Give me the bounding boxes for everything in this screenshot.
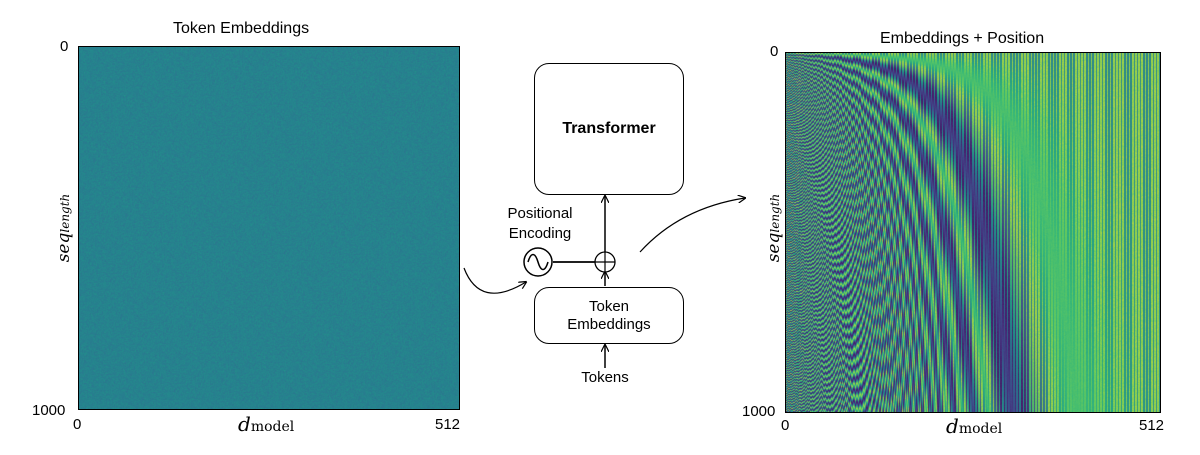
right-x-axis-label-sub: model	[958, 421, 1003, 437]
left-x-axis-label-sub: model	[250, 419, 295, 435]
token-embeddings-block: Token Embeddings	[534, 287, 684, 344]
positional-encoding-label: Positional Encoding	[498, 204, 582, 244]
token-embeddings-label-line1: Token	[588, 297, 630, 315]
left-y-tick-bottom: 1000	[32, 402, 66, 419]
right-y-axis-label: seqlength	[764, 188, 784, 268]
sum-node-icon	[594, 251, 616, 273]
right-y-tick-top: 0	[770, 43, 779, 60]
transformer-block: Transformer	[534, 63, 684, 195]
token-embeddings-heatmap	[79, 47, 459, 409]
left-heatmap-title: Token Embeddings	[173, 20, 310, 37]
right-heatmap-frame	[785, 52, 1161, 413]
left-x-tick-right: 512	[435, 416, 461, 433]
right-x-axis-label: dmodel	[946, 414, 1002, 438]
right-y-axis-label-main: seq	[764, 232, 784, 263]
right-heatmap-title: Embeddings + Position	[880, 30, 1045, 47]
right-x-axis-label-main: d	[946, 414, 959, 438]
positional-encoding-icon	[523, 247, 553, 277]
left-x-axis-label: dmodel	[238, 412, 294, 436]
left-x-axis-label-main: d	[238, 412, 251, 436]
diagram-to-right-arrow	[639, 198, 745, 253]
positional-label-line1: Positional	[507, 205, 573, 222]
positional-label-line2: Encoding	[508, 225, 572, 242]
left-y-tick-top: 0	[60, 38, 69, 55]
right-x-tick-left: 0	[781, 417, 790, 434]
left-x-tick-left: 0	[73, 416, 82, 433]
left-to-diagram-arrow	[463, 267, 526, 294]
right-y-tick-bottom: 1000	[742, 403, 776, 420]
right-y-axis-label-sub: length	[768, 193, 782, 233]
tokens-label: Tokens	[581, 369, 629, 386]
token-embeddings-label-line2: Embeddings	[567, 315, 651, 333]
right-x-tick-right: 512	[1139, 417, 1165, 434]
transformer-label: Transformer	[562, 120, 656, 137]
embeddings-plus-position-heatmap	[786, 53, 1160, 412]
left-heatmap-frame	[78, 46, 460, 410]
